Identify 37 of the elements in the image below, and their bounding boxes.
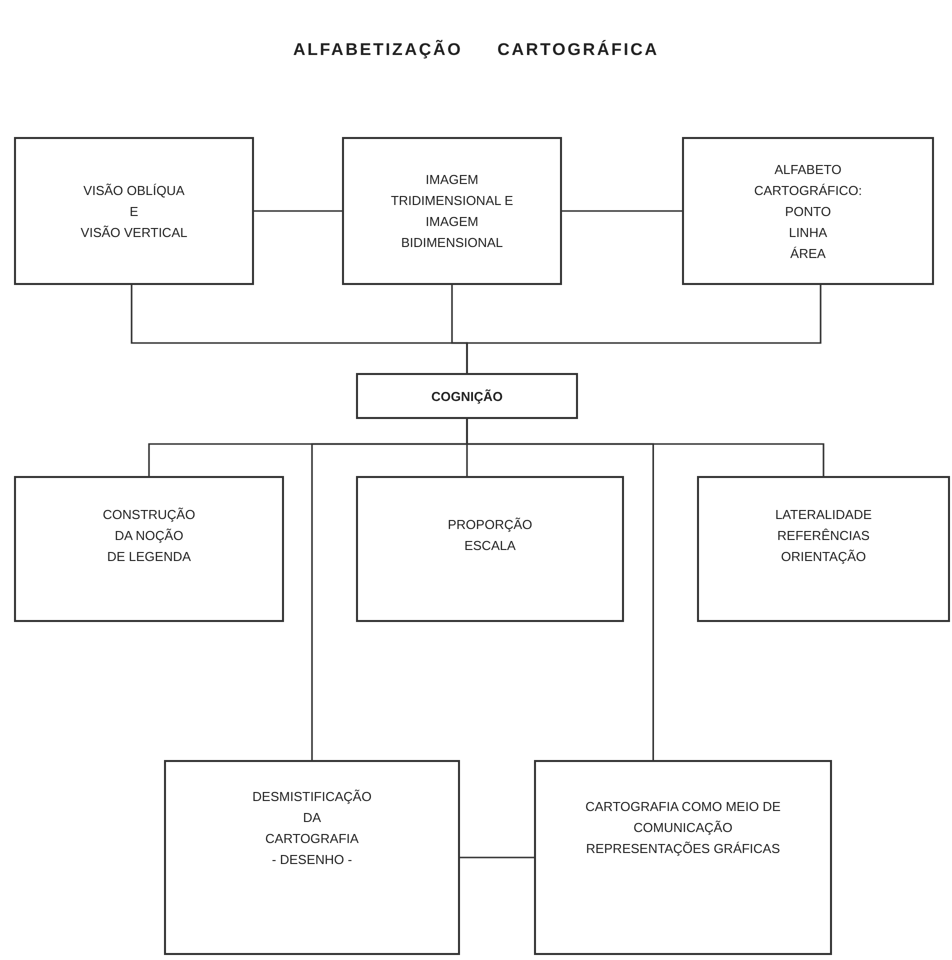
concept-box: [14, 476, 284, 622]
connector-line: [562, 210, 682, 212]
concept-box: [534, 760, 832, 955]
concept-box: [342, 137, 562, 285]
box-text: ÁREA: [790, 244, 826, 262]
concept-box: [356, 476, 624, 622]
box-text: PONTO: [785, 202, 831, 220]
box-text: LINHA: [788, 224, 828, 242]
box-text: LATERALIDADE: [775, 506, 872, 524]
concept-box: [682, 137, 934, 285]
connector-line: [254, 210, 342, 212]
box-text: DA: [302, 808, 322, 826]
box-text: VISÃO VERTICAL: [80, 224, 188, 242]
box-text: IMAGEM TRIDIMENSIONAL E IMAGEM BIDIMENSIONAL: [390, 171, 514, 252]
box-text: DA NOÇÃO: [114, 526, 184, 545]
box-text: DE LEGENDA: [107, 548, 191, 566]
box-text: PROPORÇÃO: [448, 516, 532, 534]
box-text: REPRESENTAÇÕES GRÁFICAS: [586, 840, 780, 858]
connector-line: [466, 285, 822, 373]
box-text: CARTOGRAFIA COMO MEIO DE COMUNICAÇÃO: [584, 798, 782, 837]
box-text: E: [130, 202, 138, 220]
diagram-title: ALFABETIZAÇÃO CARTOGRÁFICA: [292, 40, 660, 60]
box-text: CARTOGRAFIA: [265, 830, 359, 848]
box-text: DESMISTIFICAÇÃO: [252, 788, 372, 806]
box-text: ALFABETO CARTOGRÁFICO:: [753, 160, 863, 200]
concept-box: [697, 476, 950, 622]
box-text: CONSTRUÇÃO: [102, 506, 196, 524]
box-text: - DESENHO -: [272, 850, 352, 868]
connector-line: [460, 856, 534, 858]
box-text: VISÃO OBLÍQUA: [83, 182, 185, 200]
concept-box: [14, 137, 254, 285]
concept-box: [356, 373, 578, 419]
box-text: ORIENTAÇÃO: [781, 548, 866, 566]
box-text: REFERÊNCIAS: [777, 526, 870, 544]
box-text: COGNIÇÃO: [431, 388, 503, 406]
concept-box: [164, 760, 460, 955]
box-text: ESCALA: [464, 537, 516, 555]
